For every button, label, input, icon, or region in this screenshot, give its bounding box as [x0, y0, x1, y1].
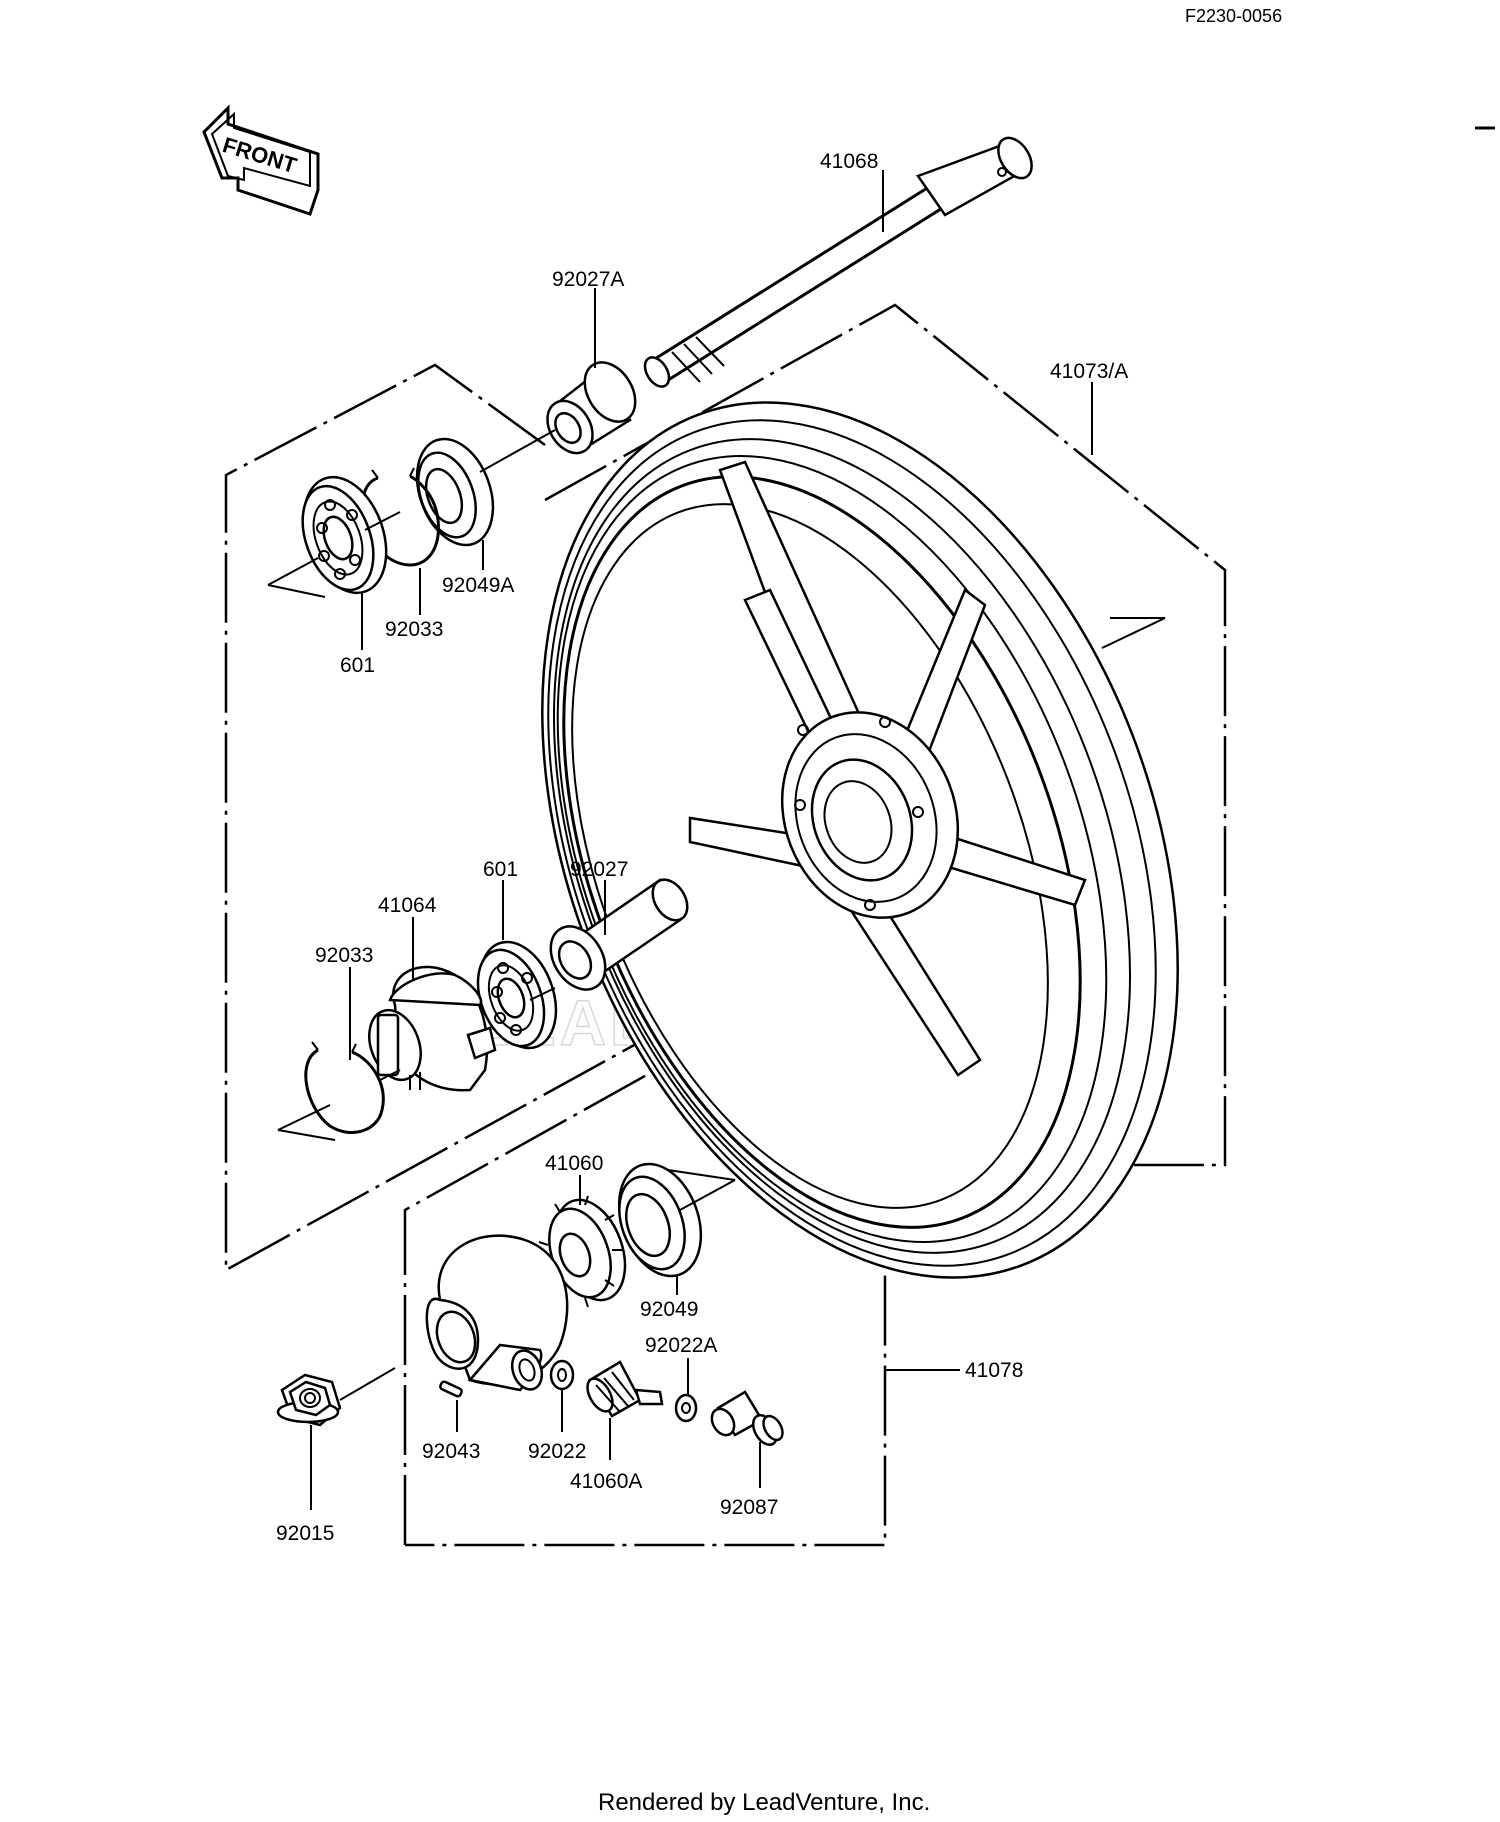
wheel-41073A — [541, 401, 1179, 1279]
label-92049: 92049 — [640, 1298, 698, 1321]
label-92022A: 92022A — [645, 1334, 717, 1357]
footer-credit: Rendered by LeadVenture, Inc. — [598, 1789, 930, 1816]
label-41078: 41078 — [965, 1359, 1023, 1382]
label-92043: 92043 — [422, 1440, 480, 1463]
label-92022: 92022 — [528, 1440, 586, 1463]
center-lines-top — [267, 429, 556, 598]
label-41073A: 41073/A — [1050, 360, 1128, 383]
label-41060A: 41060A — [570, 1470, 642, 1493]
pin-92043 — [439, 1380, 463, 1398]
collar-92027 — [549, 878, 689, 991]
part-labels: 41068 92027A 41073/A 92049A 92033 601 92… — [276, 150, 1128, 1545]
front-arrow-icon: FRONT — [202, 104, 320, 216]
label-41068: 41068 — [820, 150, 878, 173]
gear-housing-41064 — [368, 965, 497, 1092]
label-41064: 41064 — [378, 894, 437, 917]
pinion-41060A — [586, 1360, 664, 1418]
label-92027: 92027 — [570, 858, 628, 881]
gear-41060 — [538, 1195, 627, 1308]
center-lines-seal — [667, 1169, 736, 1211]
bushing-92087 — [710, 1390, 784, 1446]
circlip-92033-mid — [304, 1041, 385, 1135]
bearing-601-mid — [476, 940, 558, 1050]
washer-92022 — [549, 1359, 575, 1391]
label-92033-mid: 92033 — [315, 944, 373, 967]
label-41060: 41060 — [545, 1152, 603, 1175]
center-lines-mid — [277, 987, 556, 1141]
center-lines-nut — [339, 1367, 396, 1401]
label-92027A: 92027A — [552, 268, 624, 291]
seal-92049 — [617, 1162, 703, 1278]
label-92049A: 92049A — [442, 574, 514, 597]
drawing-code: F2230-0056 — [1185, 6, 1282, 26]
label-92087: 92087 — [720, 1496, 778, 1519]
label-92015: 92015 — [276, 1522, 334, 1545]
center-lines-wheel — [1101, 617, 1166, 649]
nut-92015 — [276, 1373, 342, 1427]
label-92033-top: 92033 — [385, 618, 443, 641]
label-601-top: 601 — [340, 654, 375, 677]
leader-lines — [310, 170, 1093, 1510]
axle-41068 — [643, 136, 1033, 388]
washer-92022A — [674, 1393, 698, 1423]
gearbox-41078 — [425, 1234, 569, 1392]
bearing-601-top — [301, 475, 388, 595]
collar-92027A — [546, 361, 637, 455]
label-601-mid: 601 — [483, 858, 518, 881]
seal-92049A — [415, 437, 495, 547]
